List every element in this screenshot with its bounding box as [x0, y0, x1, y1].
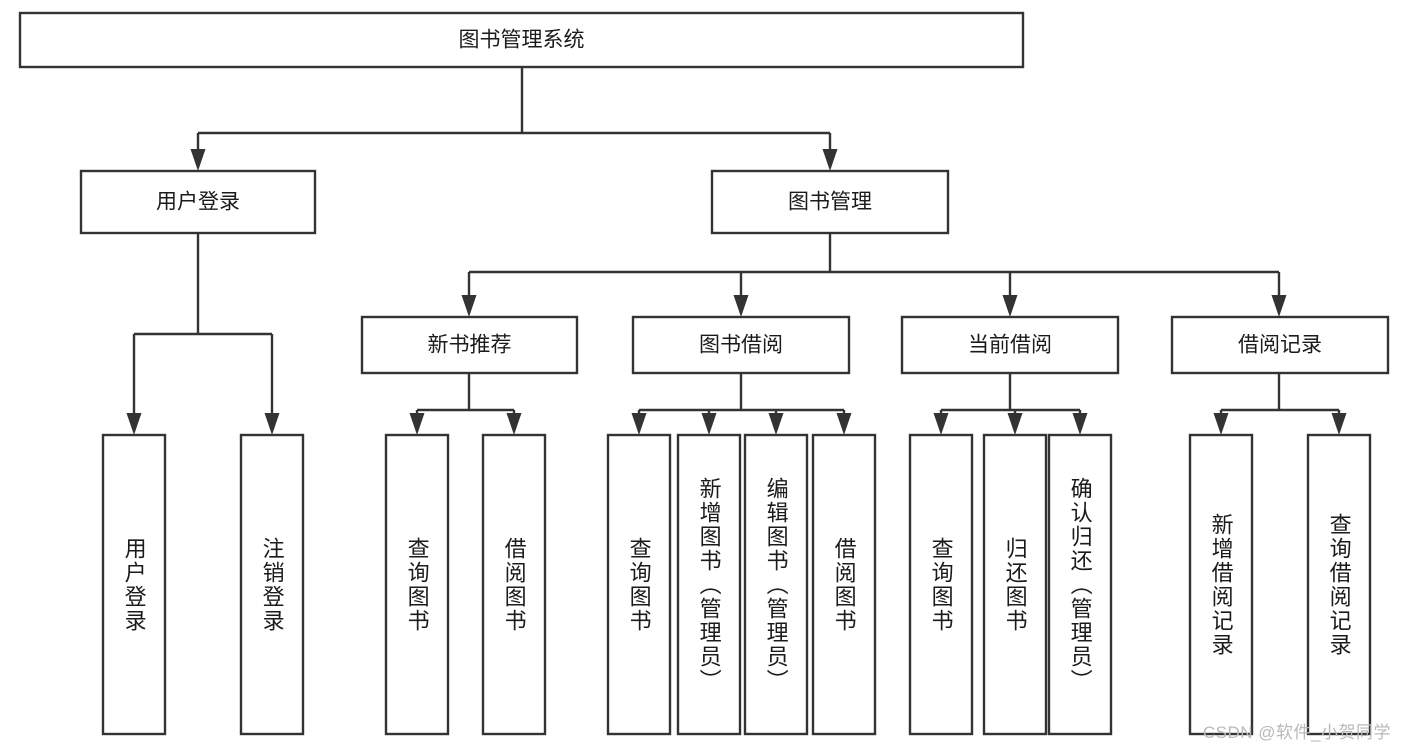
root-arrow-1-head [822, 149, 838, 171]
node-leaf-8[interactable] [908, 433, 974, 736]
group-1-arrow-2-head [768, 413, 784, 435]
node-root[interactable] [18, 11, 1025, 69]
manage-arrow-0-head [461, 295, 477, 317]
node-level3-0[interactable] [360, 315, 579, 375]
node-level3-3[interactable] [1170, 315, 1390, 375]
node-level2-0-label: 用户登录 [156, 191, 240, 214]
node-level3-1[interactable] [631, 315, 851, 375]
csdn-watermark: CSDN @软件_小贺同学 [1202, 723, 1391, 742]
manage-arrow-3-head [1271, 295, 1287, 317]
group-1-arrow-0-head [631, 413, 647, 435]
group-0-arrow-0-head [409, 413, 425, 435]
node-level2-1-label: 图书管理 [788, 191, 872, 214]
node-level3-2[interactable] [900, 315, 1120, 375]
group-0-arrow-1-head [506, 413, 522, 435]
group-3-arrow-1-head [1331, 413, 1347, 435]
manage-arrow-1-head [733, 295, 749, 317]
login-arrow-1-head [264, 413, 280, 435]
group-3-arrow-0-head [1213, 413, 1229, 435]
node-leaf-11[interactable] [1188, 433, 1254, 736]
node-leaf-10[interactable] [1047, 433, 1113, 736]
node-leaf-1[interactable] [239, 433, 305, 736]
node-level2-0[interactable] [79, 169, 317, 235]
login-arrow-0-head [126, 413, 142, 435]
node-leaf-5[interactable] [676, 433, 742, 736]
group-1-arrow-3-head [836, 413, 852, 435]
group-1-arrow-1-head [701, 413, 717, 435]
node-level3-1-label: 图书借阅 [699, 334, 783, 357]
node-boxes-layer [18, 11, 1390, 736]
node-level2-1[interactable] [710, 169, 950, 235]
node-root-label: 图书管理系统 [459, 29, 585, 52]
node-leaf-7[interactable] [811, 433, 877, 736]
root-arrow-0-head [190, 149, 206, 171]
group-2-arrow-1-head [1007, 413, 1023, 435]
node-leaf-4[interactable] [606, 433, 672, 736]
node-level3-2-label: 当前借阅 [968, 334, 1052, 357]
node-leaf-2[interactable] [384, 433, 450, 736]
connectors-layer [126, 67, 1347, 435]
manage-arrow-2-head [1002, 295, 1018, 317]
node-leaf-9[interactable] [982, 433, 1048, 736]
group-2-arrow-2-head [1072, 413, 1088, 435]
node-level3-3-label: 借阅记录 [1238, 334, 1322, 357]
node-leaf-12[interactable] [1306, 433, 1372, 736]
node-level3-0-label: 新书推荐 [428, 334, 512, 357]
node-leaf-0[interactable] [101, 433, 167, 736]
node-leaf-3[interactable] [481, 433, 547, 736]
node-leaf-6[interactable] [743, 433, 809, 736]
group-2-arrow-0-head [933, 413, 949, 435]
